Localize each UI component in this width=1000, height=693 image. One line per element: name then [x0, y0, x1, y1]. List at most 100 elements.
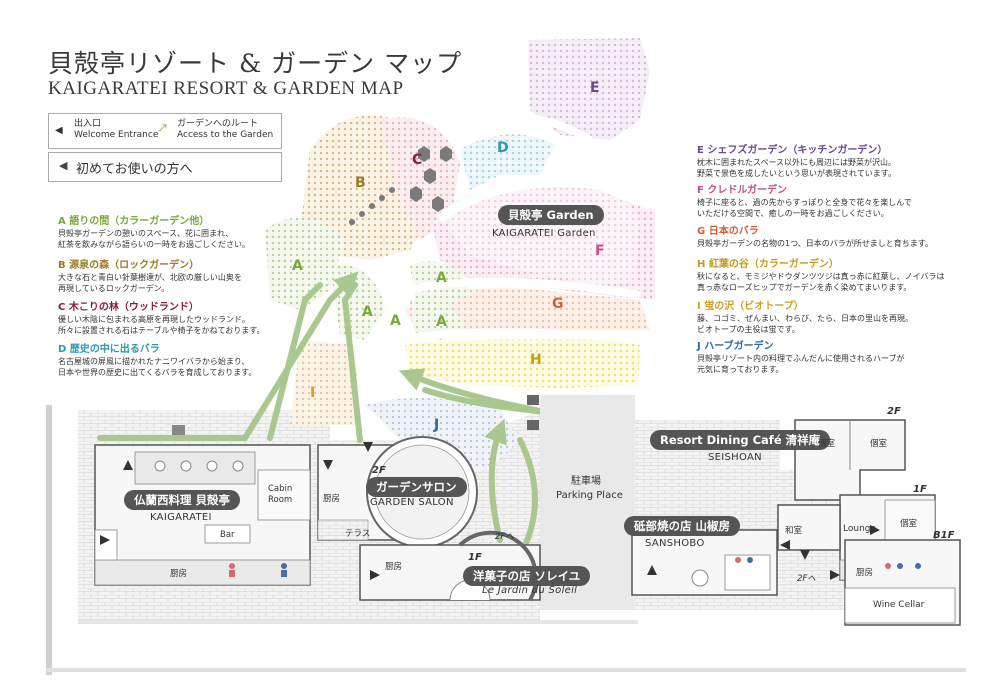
- soleil-en: Le Jardin du Soleil: [482, 585, 578, 596]
- legend-route-en: Access to the Garden: [177, 130, 274, 140]
- terrace-label: テラス: [345, 529, 371, 539]
- area-heading[interactable]: C 木こりの林（ウッドランド）: [58, 301, 293, 314]
- area-a-description: A 語りの間（カラーガーデン他）貝殻亭ガーデンの憩いのスペース、花に囲まれ、紅茶…: [58, 215, 293, 250]
- area-description-line: 大きな石と青白い針葉樹達が、北欧の厳しい山奥を: [58, 273, 242, 282]
- wine-cellar-label: Wine Cellar: [873, 600, 925, 610]
- zone-label-d: D: [497, 140, 509, 156]
- zone-label-a: A: [292, 258, 303, 274]
- area-description-line: いただける空間で、癒しの一時をお過ごしください。: [697, 209, 889, 218]
- area-description-line: 野菜で景色を成したいという思いが表現されています。: [697, 169, 896, 178]
- private-room-label: 個室: [818, 439, 836, 449]
- zone-d: [460, 134, 555, 190]
- walkway: [78, 620, 638, 624]
- soleil-floor-label: 1F: [468, 552, 482, 563]
- zone-label-h: H: [530, 352, 542, 368]
- area-title: 紅葉の谷（カラーガーデン）: [708, 259, 839, 270]
- washitsu-label: 和室: [785, 526, 803, 536]
- area-description-line: 所々に設置される石はテーブルや椅子をかねております。: [58, 326, 265, 335]
- kaigaratei-label[interactable]: 仏蘭西料理 貝殻亭: [124, 490, 241, 510]
- parking-en: Parking Place: [556, 490, 623, 501]
- zone-e: [528, 38, 650, 140]
- zone-a-4: [410, 298, 465, 340]
- zone-label-b: B: [355, 175, 366, 191]
- area-heading[interactable]: B 源泉の森（ロックガーデン）: [58, 259, 293, 272]
- area-description-line: 貝殻亭リゾート内の料理でふんだんに使用されるハーブが: [697, 354, 905, 363]
- play-icon: ◀: [59, 159, 68, 172]
- area-letter: F: [697, 185, 704, 196]
- area-e-description: E シェフズガーデン（キッチンガーデン）枕木に囲まれたスペース以外にも周辺には野…: [697, 144, 927, 179]
- cabin-room-label: Cabin Room: [268, 484, 293, 505]
- map-title-en: KAIGARATEI RESORT & GARDEN MAP: [48, 78, 404, 99]
- salon-floor-label: 2F: [372, 465, 386, 476]
- lounge-label: Lounge: [843, 524, 877, 534]
- private-room-label: 個室: [870, 439, 888, 449]
- seishoan-1f-label: 1F: [913, 484, 927, 495]
- zone-label-j: J: [434, 417, 440, 433]
- zone-label-a: A: [436, 314, 447, 330]
- stepping-stones: [349, 146, 452, 225]
- garden-salon-label[interactable]: ガーデンサロン: [366, 477, 467, 497]
- area-title: 語りの間（カラーガーデン他）: [69, 216, 210, 227]
- garden-name-en: KAIGARATEI Garden: [492, 228, 596, 239]
- zone-label-a: A: [362, 304, 373, 320]
- area-description-line: 秋になると、モミジやドウダンツツジは真っ赤に紅葉し、ノイバラは: [697, 272, 945, 281]
- area-letter: J: [697, 341, 701, 352]
- area-letter: E: [697, 145, 704, 156]
- sanshobo-en: SANSHOBO: [645, 538, 705, 549]
- zone-g: [405, 288, 650, 335]
- kaigaratei-kitchen-label: 厨房: [170, 569, 188, 579]
- zone-a-2: [330, 264, 385, 340]
- area-letter: G: [697, 226, 706, 237]
- help-button[interactable]: ◀ 初めてお使いの方へ: [48, 152, 282, 182]
- area-title: 日本のバラ: [708, 226, 759, 237]
- soleil-to-2f-label: 2Fへ: [495, 532, 514, 542]
- area-g-description: G 日本のバラ貝殻亭ガーデンの名物の1つ、日本のバラが所せましと育ちます。: [697, 225, 933, 249]
- area-letter: H: [697, 259, 706, 270]
- area-heading[interactable]: A 語りの間（カラーガーデン他）: [58, 215, 293, 228]
- soleil-building: [359, 544, 541, 601]
- zone-label-f: F: [595, 243, 605, 259]
- area-heading[interactable]: I 蛍の沢（ビオトープ）: [697, 300, 927, 313]
- area-heading[interactable]: E シェフズガーデン（キッチンガーデン）: [697, 144, 927, 157]
- area-title: 歴史の中に出るバラ: [69, 344, 160, 355]
- area-description-line: 藤、コゴミ、ぜんまい、わらび、たら、日本の里山を再現。: [697, 314, 913, 323]
- area-heading[interactable]: H 紅葉の谷（カラーガーデン）: [697, 258, 927, 271]
- area-b-description: B 源泉の森（ロックガーデン）大きな石と青白い針葉樹達が、北欧の厳しい山奥を再現…: [58, 259, 293, 294]
- restroom-icons: [229, 557, 921, 577]
- seishoan-b1f-label: B1F: [933, 530, 955, 541]
- entrance-icon: ◀: [55, 125, 63, 136]
- area-c-description: C 木こりの林（ウッドランド）優しい木陰に包まれる高原を再現したウッドランド。所…: [58, 301, 293, 336]
- parking-label: 駐車場: [571, 476, 601, 487]
- area-description-line: ビオトープの主役は蛍です。: [697, 325, 800, 334]
- soleil-label[interactable]: 洋菓子の店 ソレイユ: [463, 566, 591, 586]
- private-room-label: 個室: [900, 519, 918, 529]
- area-letter: B: [58, 260, 66, 271]
- area-heading[interactable]: F クレドルガーデン: [697, 184, 927, 197]
- area-heading[interactable]: J ハーブガーデン: [697, 340, 927, 353]
- seishoan-kitchen-label: 厨房: [856, 568, 874, 578]
- area-heading[interactable]: G 日本のバラ: [697, 225, 927, 238]
- area-heading[interactable]: D 歴史の中に出るバラ: [58, 343, 293, 356]
- area-letter: I: [697, 301, 701, 312]
- garden-name-label[interactable]: 貝殻亭 Garden: [498, 205, 604, 225]
- boundary-wall-bottom: [46, 668, 966, 672]
- seishoan-to-2f-label: 2Fへ: [797, 574, 816, 584]
- soleil-kitchen-label: 厨房: [385, 562, 403, 572]
- sanshobo-label[interactable]: 砥部焼の店 山椒房: [624, 516, 741, 536]
- area-d-description: D 歴史の中に出るバラ名古屋城の屏風に描かれたナニワイバラから始まり、日本や世界…: [58, 343, 293, 378]
- area-description-line: 優しい木陰に包まれる高原を再現したウッドランド。: [58, 315, 250, 324]
- area-f-description: F クレドルガーデン椅子に座ると、過の先からすっぽりと全身で花々を楽しんでいただ…: [697, 184, 927, 219]
- seishoan-en: SEISHOAN: [708, 452, 762, 463]
- area-letter: A: [58, 216, 66, 227]
- seishoan-2f-label: 2F: [887, 406, 901, 417]
- garden-route: [97, 271, 548, 558]
- legend-entrance-jp: 出入口: [74, 119, 102, 129]
- seishoan-label[interactable]: Resort Dining Café 清祥庵: [650, 430, 831, 450]
- area-j-description: J ハーブガーデン貝殻亭リゾート内の料理でふんだんに使用されるハーブが元気に育っ…: [697, 340, 927, 375]
- salon-kitchen-label: 厨房: [323, 494, 341, 504]
- area-description-line: 貝殻亭ガーデンの憩いのスペース、花に囲まれ、: [58, 229, 234, 238]
- area-title: 蛍の沢（ビオトープ）: [704, 301, 804, 312]
- area-h-description: H 紅葉の谷（カラーガーデン）秋になると、モミジやドウダンツツジは真っ赤に紅葉し…: [697, 258, 945, 293]
- area-description-line: 枕木に囲まれたスペース以外にも周辺には野菜が沢山。: [697, 158, 897, 167]
- area-description-line: 再現しているロックガーデン。: [58, 284, 170, 293]
